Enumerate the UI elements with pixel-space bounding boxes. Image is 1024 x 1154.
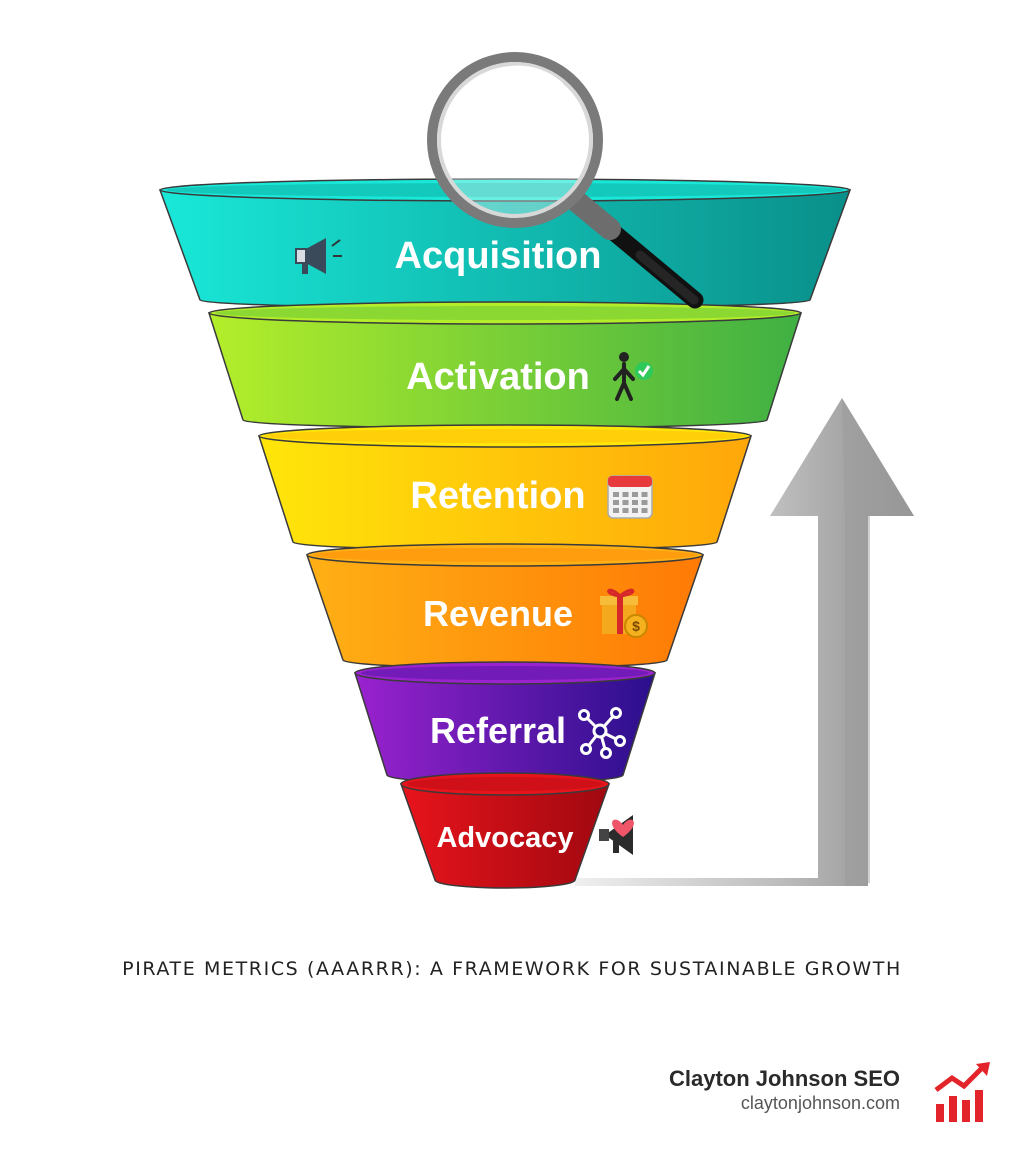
brand-block: Clayton Johnson SEO claytonjohnson.com: [669, 1066, 900, 1114]
funnel-rim: [354, 661, 656, 685]
growth-chart-logo-icon: [934, 1062, 990, 1122]
funnel-rim: [400, 772, 610, 796]
diagram-caption: PIRATE METRICS (AAARRR): A FRAMEWORK FOR…: [122, 958, 902, 980]
funnel-band: [399, 783, 611, 889]
brand-url: claytonjohnson.com: [740, 1093, 900, 1113]
funnel-rim: [159, 178, 851, 202]
funnel-stage-activation: Activation: [207, 301, 803, 429]
svg-text:$: $: [632, 618, 640, 634]
stage-label: Retention: [410, 475, 585, 517]
stage-label: Advocacy: [436, 822, 573, 854]
funnel-rim: [258, 424, 752, 448]
growth-arrow: [575, 398, 914, 886]
funnel-stage-referral: Referral: [353, 661, 657, 784]
calendar-icon: [607, 475, 653, 519]
network-icon: [578, 707, 626, 759]
gift-money-icon: $: [600, 588, 648, 638]
stage-label: Referral: [430, 710, 566, 751]
stage-label: Activation: [406, 356, 590, 398]
funnel-stage-advocacy: Advocacy: [399, 772, 634, 889]
funnel-stage-acquisition: Acquisition: [158, 178, 852, 309]
stage-label: Revenue: [423, 593, 573, 634]
brand-name: Clayton Johnson SEO: [668, 1066, 900, 1091]
magnifying-glass-icon: [427, 52, 704, 309]
funnel-rim: [306, 543, 704, 567]
stage-label: Acquisition: [395, 235, 602, 277]
funnel-stage-revenue: Revenue $: [305, 543, 705, 669]
walking-person-check-icon: [613, 352, 653, 401]
funnel-diagram: AcquisitionActivationRetentionRevenue$Re…: [158, 52, 914, 889]
megaphone-icon: [295, 238, 342, 274]
funnel-rim: [208, 301, 802, 325]
funnel-stage-retention: Retention: [257, 424, 753, 551]
heart-megaphone-icon: [599, 815, 634, 855]
